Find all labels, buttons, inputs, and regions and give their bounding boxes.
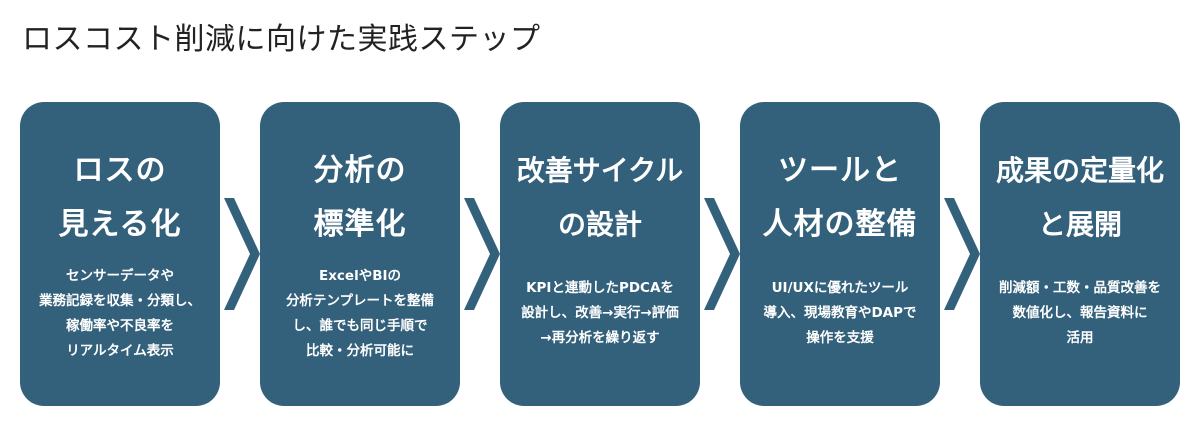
page-title: ロスコスト削減に向けた実践ステップ — [22, 22, 541, 57]
step-card-2: 分析の 標準化 ExcelやBIの 分析テンプレートを整備 し、誰でも同じ手順で… — [260, 102, 460, 406]
step-card-1: ロスの 見える化 センサーデータや 業務記録を収集・分類し、 稼働率や不良率を … — [20, 102, 220, 406]
step-5-title: 成果の定量化 と展開 — [995, 154, 1164, 241]
chevron-right-icon — [944, 198, 980, 310]
step-card-5: 成果の定量化 と展開 削減額・工数・品質改善を 数値化し、報告資料に 活用 — [980, 102, 1180, 406]
step-4-description: UI/UXに優れたツール 導入、現場教育やDAPで 操作を支援 — [763, 280, 917, 346]
step-5-description: 削減額・工数・品質改善を 数値化し、報告資料に 活用 — [999, 280, 1161, 346]
step-card-4: ツールと 人材の整備 UI/UXに優れたツール 導入、現場教育やDAPで 操作を… — [740, 102, 940, 406]
chevron-right-icon — [704, 198, 740, 310]
step-2-title: 分析の 標準化 — [313, 153, 407, 242]
step-2-description: ExcelやBIの 分析テンプレートを整備 し、誰でも同じ手順で 比較・分析可能… — [285, 268, 435, 359]
step-4-title: ツールと 人材の整備 — [762, 153, 918, 242]
step-card-3: 改善サイクル の設計 KPIと連動したPDCAを 設計し、改善→実行→評価 →再… — [500, 102, 700, 406]
step-1-description: センサーデータや 業務記録を収集・分類し、 稼働率や不良率を リアルタイム表示 — [39, 268, 201, 359]
chevron-right-icon — [464, 198, 500, 310]
step-3-title: 改善サイクル の設計 — [516, 154, 684, 241]
step-3-description: KPIと連動したPDCAを 設計し、改善→実行→評価 →再分析を繰り返す — [521, 280, 679, 346]
step-1-title: ロスの 見える化 — [58, 153, 182, 242]
chevron-right-icon — [224, 198, 260, 310]
